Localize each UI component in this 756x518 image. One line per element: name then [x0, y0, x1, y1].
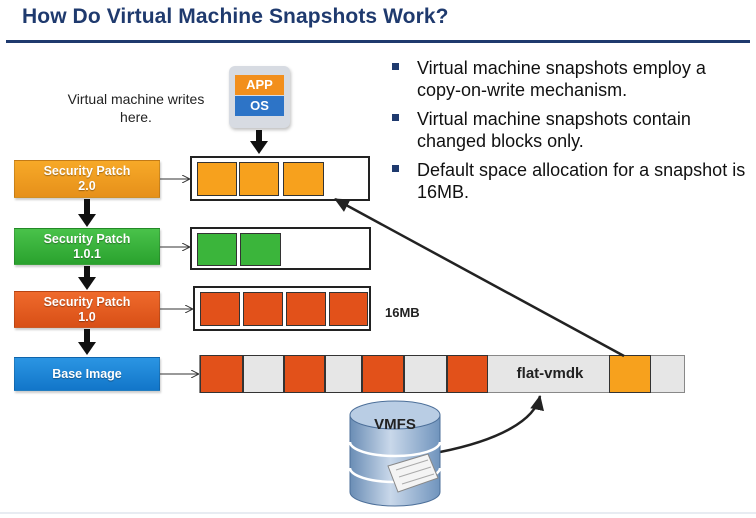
layer-label-line1: Security Patch [43, 231, 131, 246]
layer-security-patch-1-0-1: Security Patch 1.0.1 [14, 228, 160, 265]
bullet-text: Virtual machine snapshots contain change… [417, 109, 691, 151]
page-title: How Do Virtual Machine Snapshots Work? [22, 5, 449, 28]
copy-on-write-arrow [334, 197, 625, 358]
changed-block [240, 233, 281, 266]
changed-block [286, 292, 326, 326]
bullet-item: Default space allocation for a snapshot … [392, 159, 752, 203]
layer-label-line2: 1.0 [78, 309, 96, 324]
chain-arrowhead [78, 342, 96, 355]
flat-vmdk-label: flat-vmdk [516, 365, 584, 382]
layer-label-line2: 1.0.1 [73, 246, 101, 261]
bottom-divider [0, 512, 756, 514]
bullet-square-icon [392, 165, 399, 172]
bullet-text: Virtual machine snapshots employ a copy-… [417, 58, 706, 100]
snapshot-size-label: 16MB [385, 305, 420, 320]
app-label: APP [235, 75, 284, 95]
vmfs-to-disk-arrow [439, 395, 544, 454]
chain-arrowhead [78, 277, 96, 290]
layer-label-line1: Security Patch [43, 164, 131, 178]
layer-label-line1: Base Image [52, 366, 122, 381]
base-block [362, 355, 404, 393]
base-block [609, 355, 651, 393]
layer-security-patch-2-0: Security Patch 2.0 [14, 160, 160, 198]
os-label: OS [235, 96, 284, 116]
base-block [243, 355, 284, 393]
bullet-square-icon [392, 114, 399, 121]
snapshot-delta-1-0 [193, 286, 371, 331]
app-to-snapshot-arrowhead [250, 141, 268, 154]
vmfs-label: VMFS [374, 416, 416, 433]
layer-security-patch-1-0: Security Patch 1.0 [14, 291, 160, 328]
layer-base-image: Base Image [14, 357, 160, 391]
base-block [284, 355, 325, 393]
snapshot-delta-2-0 [190, 156, 370, 201]
changed-block [197, 233, 237, 266]
snapshot-delta-1-0-1 [190, 227, 371, 270]
database-icon [348, 400, 442, 507]
bullet-item: Virtual machine snapshots employ a copy-… [392, 57, 752, 101]
bullet-square-icon [392, 63, 399, 70]
changed-block [243, 292, 283, 326]
base-block [404, 355, 447, 393]
base-block [447, 355, 488, 393]
changed-block [329, 292, 368, 326]
changed-block [239, 162, 279, 196]
app-os-icon: APP OS [229, 66, 290, 128]
vm-writes-note: Virtual machine writes here. [67, 91, 205, 125]
changed-block [283, 162, 324, 196]
chain-arrowhead [78, 214, 96, 227]
changed-block [197, 162, 237, 196]
base-block [200, 355, 243, 393]
flat-vmdk-disk [199, 355, 685, 393]
title-divider [6, 40, 750, 43]
bullet-list: Virtual machine snapshots employ a copy-… [392, 57, 752, 210]
bullet-item: Virtual machine snapshots contain change… [392, 108, 752, 152]
bullet-text: Default space allocation for a snapshot … [417, 160, 746, 202]
changed-block [200, 292, 240, 326]
base-block [325, 355, 362, 393]
layer-label-line1: Security Patch [43, 294, 131, 309]
layer-label-line2: 2.0 [78, 179, 96, 193]
